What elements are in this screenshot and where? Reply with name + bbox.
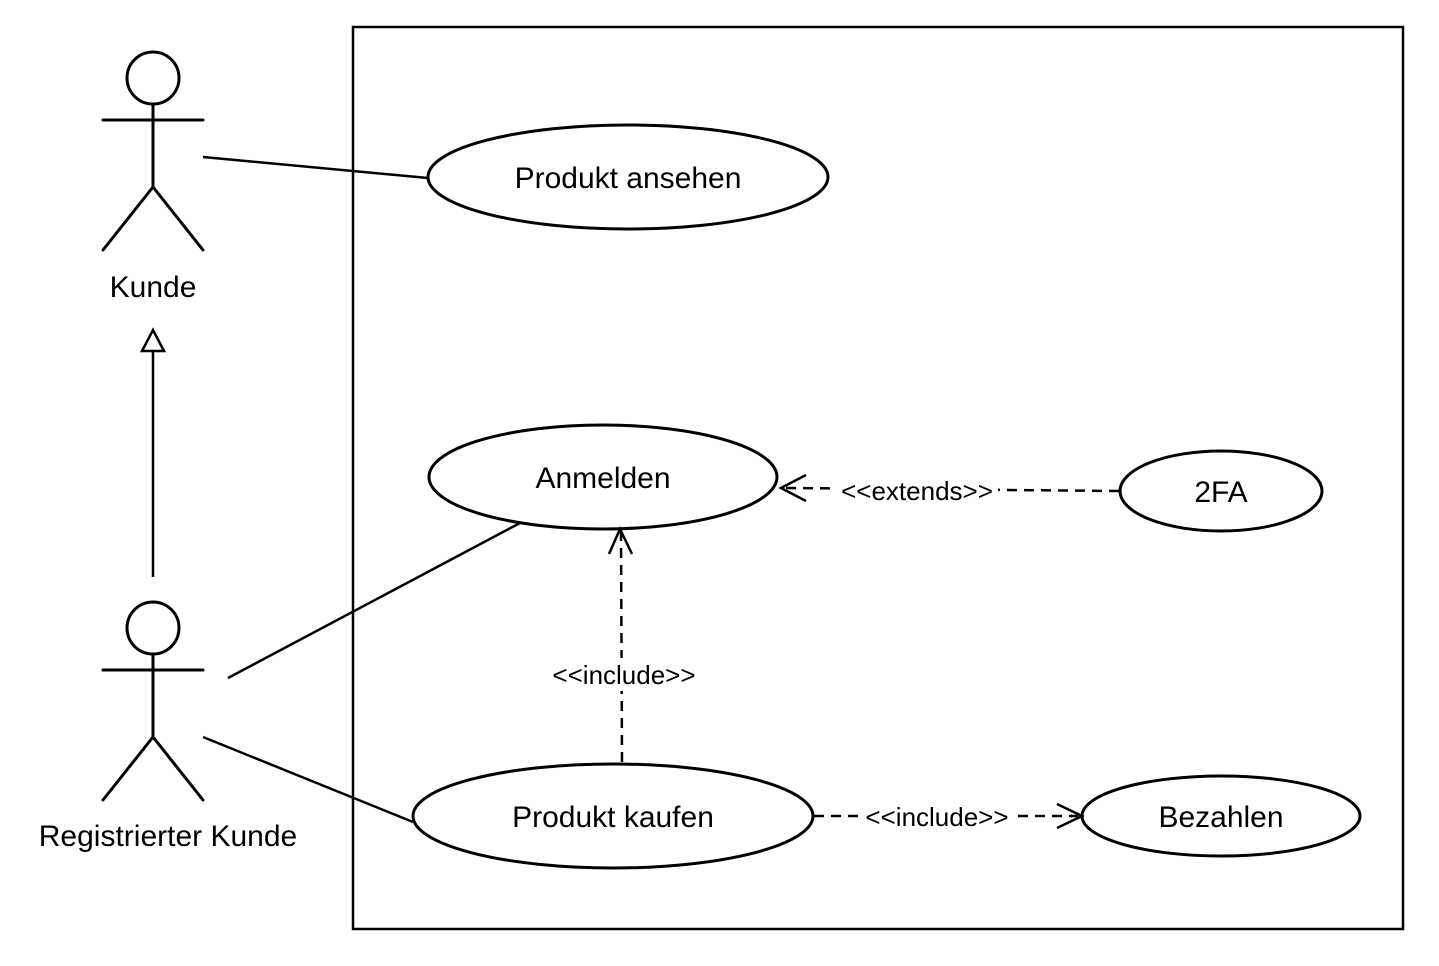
extend-label-background [836,474,998,506]
generalization-arrow [139,327,167,577]
association-registrierter-kunde-anmelden [227,521,521,680]
usecase-anmelden-label: Anmelden [535,462,670,495]
include-horizontal-arrowhead-icon [1056,802,1085,830]
actor-kunde-right-leg [151,185,205,252]
usecase-2fa: 2FA [1118,449,1324,533]
association-registrierter-kunde-produkt-kaufen [202,735,414,824]
usecase-produkt-kaufen-ellipse [411,762,815,870]
usecase-2fa-ellipse [1118,449,1324,533]
usecase-produkt-ansehen-label: Produkt ansehen [515,162,742,195]
usecase-bezahlen: Bezahlen [1080,774,1362,858]
include-vertical-label: <<include>> [552,660,695,690]
include-produkt-kaufen-bezahlen: <<include>> [814,800,1085,833]
usecase-2fa-label: 2FA [1194,476,1247,509]
include-horizontal-label-background [862,800,1012,833]
usecase-anmelden: Anmelden [427,423,779,531]
actor-registrierter-kunde: Registrierter Kunde [39,600,297,853]
include-produkt-kaufen-anmelden: <<include>> [546,526,702,763]
generalization-triangle-icon [139,327,167,353]
actor-kunde: Kunde [101,50,205,304]
include-vertical-dashed-line [619,531,624,763]
usecase-produkt-ansehen-ellipse [426,123,830,231]
actor-kunde-left-leg [101,185,155,252]
actor-registrierter-kunde-head [125,600,181,656]
actor-kunde-label: Kunde [110,271,197,304]
include-vertical-arrowhead-icon [607,526,634,555]
extend-2fa-anmelden: <<extends>> [778,473,1121,506]
usecase-produkt-ansehen: Produkt ansehen [426,123,830,231]
actor-registrierter-kunde-label: Registrierter Kunde [39,820,297,853]
actor-kunde-head [125,50,181,106]
usecase-anmelden-ellipse [427,423,779,531]
actor-registrierter-kunde-left-leg [101,735,155,802]
association-kunde-produkt-ansehen [202,155,429,180]
extend-arrowhead-icon [778,473,807,503]
actor-registrierter-kunde-right-leg [151,735,205,802]
include-horizontal-label: <<include>> [865,802,1008,832]
usecase-bezahlen-label: Bezahlen [1158,801,1283,834]
system-boundary-box [351,25,1405,931]
usecase-produkt-kaufen: Produkt kaufen [411,762,815,870]
include-vertical-label-background [546,658,702,691]
usecase-produkt-kaufen-label: Produkt kaufen [512,801,714,834]
extend-label: <<extends>> [841,476,993,506]
